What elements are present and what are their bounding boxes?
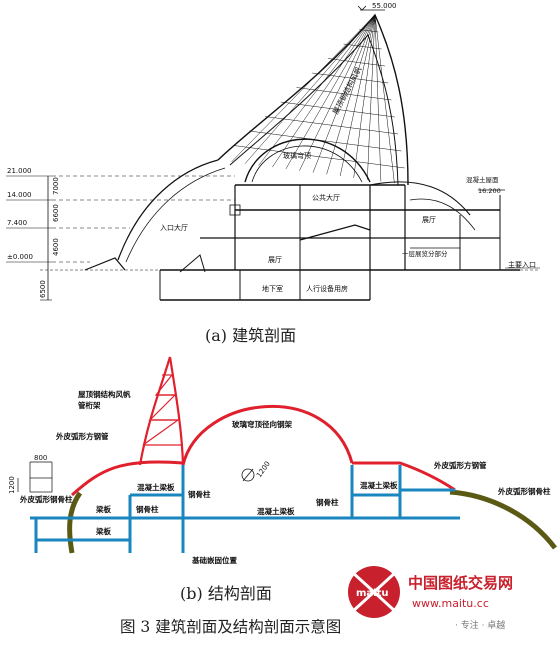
concrete-beam-3: 混凝土梁板 <box>360 480 398 490</box>
level-7: 7.400 <box>7 219 27 227</box>
sail-roof-outline <box>217 13 409 186</box>
hall-center-label: 展厅 <box>268 256 282 264</box>
dim-800-1200 <box>17 461 53 493</box>
dim-7000: 7000 <box>52 177 60 195</box>
beam-lower: 梁板 <box>95 526 111 536</box>
arc-tube-right <box>352 461 456 492</box>
sail-mesh-rib <box>265 116 399 135</box>
plaza-right-label: 一层展览分部分 <box>402 249 448 258</box>
caption-b: (b) 结构剖面 <box>180 584 272 603</box>
slab-elev-value: 16.200 <box>478 187 501 195</box>
hall-right-label: 展厅 <box>422 216 436 224</box>
right-canopy-arc <box>369 181 471 216</box>
glass-ribs-label: 玻璃穹顶径向钢架 <box>232 419 292 429</box>
basement-left-label: 地下室 <box>262 284 283 293</box>
left-canopy-inner <box>125 167 226 263</box>
roof-truss-label-2: 管桁架 <box>78 400 101 410</box>
concrete-frame <box>30 465 460 553</box>
arc-column-right-label: 外皮弧形钢骨柱 <box>498 486 551 496</box>
level-21: 21.000 <box>7 167 32 175</box>
section-a-labels: 55.000 21.000 14.000 7.400 ±0.000 7000 6… <box>7 2 536 298</box>
right-canopy-inner <box>409 198 476 231</box>
sail-roof-inner <box>229 34 399 186</box>
glass-dome-outline <box>244 138 371 183</box>
arc-tube-left <box>71 460 184 497</box>
steel-col-3: 钢骨柱 <box>316 497 339 507</box>
watermark-url: www.maitu.cc <box>412 597 489 610</box>
left-canopy-arc <box>117 159 219 261</box>
steel-col-1: 钢骨柱 <box>136 504 159 514</box>
dim-6600: 6600 <box>52 204 60 222</box>
dia-1200-text: 1200 <box>255 460 272 479</box>
arc-truss-left-label: 外皮弧形方钢管 <box>56 431 109 441</box>
dim-800-text: 800 <box>34 454 47 462</box>
sail-mesh-rib <box>343 43 382 50</box>
slab-elev-label: 混凝土屋面 <box>466 175 499 184</box>
structural-section <box>17 356 557 554</box>
column-box <box>229 204 241 216</box>
basement-right-label: 人行设备用房 <box>306 284 348 293</box>
section-b-labels: 屋顶钢结构风帆 管桁架 外皮弧形方钢管 玻璃穹顶径向钢架 外皮弧形方钢管 外皮弧… <box>20 389 551 565</box>
glass-dome-inner <box>251 145 363 183</box>
architectural-section <box>6 5 540 301</box>
sail-roof-mesh <box>231 14 405 184</box>
dim-ticks <box>6 175 235 301</box>
arc-tube-right-label: 外皮弧形方钢管 <box>434 460 487 470</box>
figure-caption: 图 3 建筑剖面及结构剖面示意图 <box>120 617 341 636</box>
circle-marker <box>241 468 255 482</box>
watermark-site-name: 中国图纸交易网 <box>408 574 513 592</box>
roof-truss-label-1: 屋顶钢结构风帆 <box>78 389 131 399</box>
dim-6500: 6500 <box>39 280 47 298</box>
watermark-logo-cross <box>350 570 398 614</box>
top-elev-text: 55.000 <box>372 2 397 10</box>
entry-hall-label: 入口大厅 <box>160 223 188 232</box>
dome-rib <box>181 404 354 466</box>
sail-mesh-rib <box>233 145 405 169</box>
sail-mesh-rib <box>249 130 402 152</box>
watermark: maitu 中国图纸交易网 www.maitu.cc · 专注 · 卓越 <box>348 566 513 631</box>
caption-a: (a) 建筑剖面 <box>205 326 296 345</box>
level-0: ±0.000 <box>7 253 33 261</box>
dim-4600: 4600 <box>52 238 60 256</box>
steel-col-2: 钢骨柱 <box>188 489 211 499</box>
arc-column-left <box>67 491 83 554</box>
sail-mesh-rib <box>359 29 379 33</box>
watermark-logo-text: maitu <box>356 588 389 599</box>
left-ramp <box>84 257 126 271</box>
top-elev-marker <box>357 5 367 11</box>
beam-upper: 梁板 <box>95 504 111 514</box>
watermark-slogan: · 专注 · 卓越 <box>455 619 505 631</box>
glass-dome-label: 玻璃穹顶 <box>283 151 311 160</box>
dim-1200-text: 1200 <box>8 476 16 494</box>
foundation-label: 基础嵌固位置 <box>191 555 237 565</box>
concrete-beam-1: 混凝土梁板 <box>137 482 175 492</box>
sail-mesh-rib <box>296 87 392 101</box>
level-14: 14.000 <box>7 191 32 199</box>
arc-column-left-label: 外皮弧形钢骨柱 <box>20 494 73 504</box>
public-hall-label: 公共大厅 <box>312 193 340 202</box>
ground-entry-label: 主要入口 <box>508 260 536 269</box>
arc-column-right <box>449 489 557 550</box>
sail-mesh-rib <box>327 58 385 67</box>
roof-truss <box>138 356 185 466</box>
sail-mesh-rib <box>280 101 395 118</box>
escalator <box>299 224 371 241</box>
stair-left <box>179 254 206 273</box>
circle-slash <box>242 468 254 482</box>
concrete-beam-2: 混凝土梁板 <box>257 506 295 516</box>
sail-mesh-rib <box>312 72 389 84</box>
